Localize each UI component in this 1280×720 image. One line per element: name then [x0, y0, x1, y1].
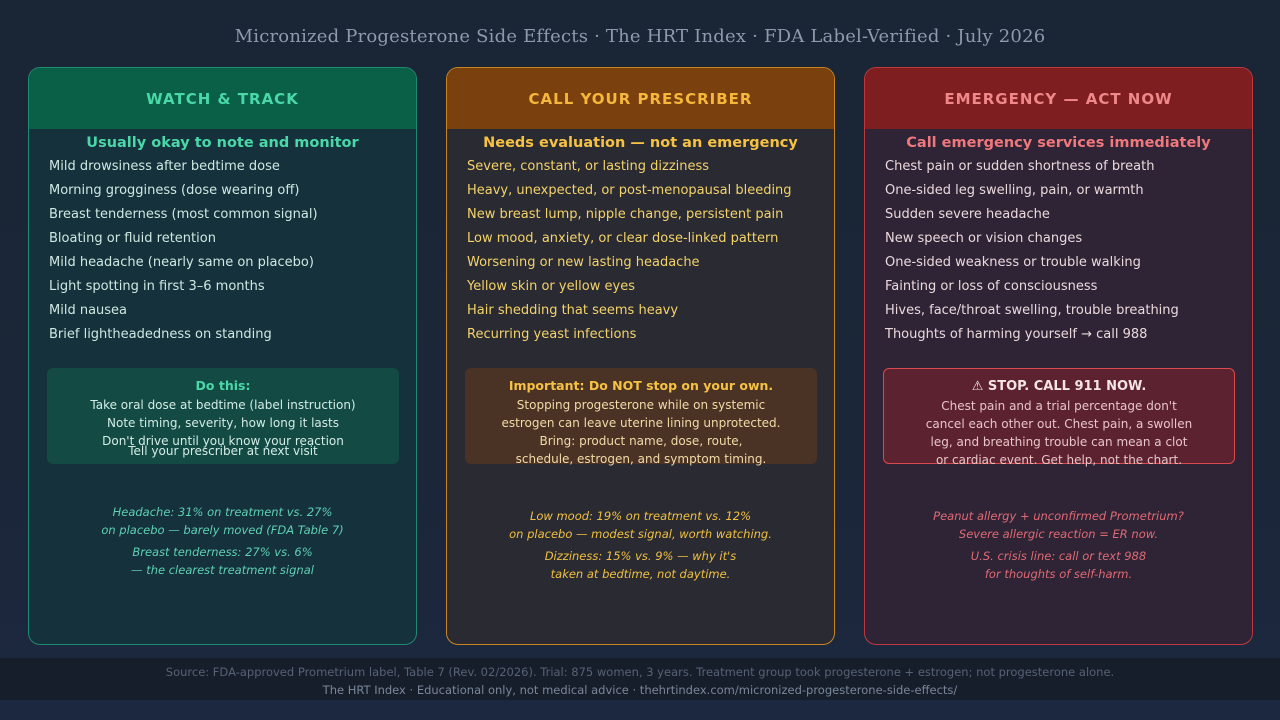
watch-track-card: WATCH & TRACK Usually okay to note and m…	[28, 67, 417, 645]
card-heading: EMERGENCY — ACT NOW	[865, 68, 1252, 129]
stat-note: Headache: 31% on treatment vs. 27% on pl…	[29, 503, 416, 579]
stat-note: Peanut allergy + unconfirmed Prometrium?…	[865, 507, 1252, 583]
list-item: Low mood, anxiety, or clear dose-linked …	[467, 231, 779, 246]
stat-note-line: for thoughts of self-harm.	[984, 567, 1133, 581]
page-title: Micronized Progesterone Side Effects · T…	[234, 26, 1046, 47]
call-prescriber-card: CALL YOUR PRESCRIBER Needs evaluation — …	[446, 67, 835, 645]
list-item: Heavy, unexpected, or post-menopausal bl…	[467, 183, 792, 198]
card-heading: WATCH & TRACK	[29, 68, 416, 129]
emergency-box-line: Chest pain and a trial percentage don't	[941, 399, 1177, 413]
footer-credit: The HRT Index · Educational only, not me…	[322, 683, 958, 697]
card-subheading: Usually okay to note and monitor	[86, 135, 359, 151]
stat-note-line: — the clearest treatment signal	[131, 563, 314, 577]
footer: Source: FDA-approved Prometrium label, T…	[0, 658, 1280, 700]
stat-note-line: Low mood: 19% on treatment vs. 12%	[529, 509, 752, 523]
list-item: Fainting or loss of consciousness	[885, 279, 1098, 294]
stat-note-line: Breast tenderness: 27% vs. 6%	[132, 545, 313, 559]
stat-note-line: Dizziness: 15% vs. 9% — why it's	[544, 549, 737, 563]
warning-box-line: Bring: product name, dose, route,	[539, 434, 743, 448]
list-item: Light spotting in first 3–6 months	[49, 279, 265, 294]
list-item: Mild headache (nearly same on placebo)	[49, 255, 314, 270]
list-item: Chest pain or sudden shortness of breath	[885, 159, 1155, 174]
card-subheading: Call emergency services immediately	[906, 135, 1211, 151]
symptom-list: Severe, constant, or lasting dizziness H…	[467, 158, 834, 350]
warning-box-title: Important: Do NOT stop on your own.	[508, 378, 774, 393]
emergency-box-line: leg, and breathing trouble can mean a cl…	[930, 435, 1188, 449]
list-item: Recurring yeast infections	[467, 327, 637, 342]
stat-note-line: U.S. crisis line: call or text 988	[970, 549, 1147, 563]
warning-box: Important: Do NOT stop on your own. Stop…	[465, 368, 817, 466]
emergency-box: ⚠ STOP. CALL 911 NOW. Chest pain and a t…	[883, 368, 1235, 467]
action-box-line: Note timing, severity, how long it lasts	[107, 416, 339, 430]
list-item: Thoughts of harming yourself → call 988	[885, 327, 1148, 342]
list-item: Worsening or new lasting headache	[467, 255, 700, 270]
list-item: Brief lightheadedness on standing	[49, 327, 272, 342]
emergency-box-line: cancel each other out. Chest pain, a swo…	[925, 417, 1193, 431]
list-item: Sudden severe headache	[885, 207, 1050, 222]
emergency-box-title: ⚠ STOP. CALL 911 NOW.	[971, 379, 1147, 394]
list-item: Yellow skin or yellow eyes	[467, 279, 635, 294]
list-item: One-sided leg swelling, pain, or warmth	[885, 183, 1144, 198]
stat-note: Low mood: 19% on treatment vs. 12% on pl…	[447, 507, 834, 583]
stat-note-line: Severe allergic reaction = ER now.	[958, 527, 1159, 541]
action-box-line: Take oral dose at bedtime (label instruc…	[90, 398, 356, 412]
list-item: Hair shedding that seems heavy	[467, 303, 679, 318]
list-item: New speech or vision changes	[885, 231, 1083, 246]
warning-box-line: estrogen can leave uterine lining unprot…	[501, 416, 781, 430]
list-item: Breast tenderness (most common signal)	[49, 207, 318, 222]
action-box-title: Do this:	[195, 378, 251, 393]
list-item: New breast lump, nipple change, persiste…	[467, 207, 784, 222]
list-item: Mild drowsiness after bedtime dose	[49, 159, 280, 174]
symptom-list: Chest pain or sudden shortness of breath…	[885, 158, 1252, 350]
list-item: One-sided weakness or trouble walking	[885, 255, 1141, 270]
stat-note-line: Peanut allergy + unconfirmed Prometrium?	[933, 509, 1184, 523]
stat-note-line: on placebo — modest signal, worth watchi…	[509, 527, 772, 541]
warning-box-line: schedule, estrogen, and symptom timing.	[515, 452, 767, 466]
symptom-list: Mild drowsiness after bedtime dose Morni…	[49, 158, 416, 350]
stat-note-line: Headache: 31% on treatment vs. 27%	[112, 505, 333, 519]
list-item: Hives, face/throat swelling, trouble bre…	[885, 303, 1179, 318]
action-box: Do this: Take oral dose at bedtime (labe…	[47, 368, 399, 464]
warning-box-line: Stopping progesterone while on systemic	[516, 398, 766, 412]
list-item: Mild nausea	[49, 303, 128, 318]
stat-note-line: taken at bedtime, not daytime.	[550, 567, 731, 581]
card-heading: CALL YOUR PRESCRIBER	[447, 68, 834, 129]
list-item: Severe, constant, or lasting dizziness	[467, 159, 710, 174]
emergency-box-line: or cardiac event. Get help, not the char…	[935, 453, 1183, 467]
list-item: Bloating or fluid retention	[49, 231, 216, 246]
action-box-line: Don't drive until you know your reaction	[102, 434, 344, 448]
stat-note-line: on placebo — barely moved (FDA Table 7)	[101, 523, 344, 537]
footer-source: Source: FDA-approved Prometrium label, T…	[165, 665, 1115, 679]
list-item: Morning grogginess (dose wearing off)	[49, 183, 300, 198]
action-box-line: Tell your prescriber at next visit	[128, 444, 318, 458]
emergency-card: EMERGENCY — ACT NOW Call emergency servi…	[864, 67, 1253, 645]
card-subheading: Needs evaluation — not an emergency	[483, 135, 798, 151]
